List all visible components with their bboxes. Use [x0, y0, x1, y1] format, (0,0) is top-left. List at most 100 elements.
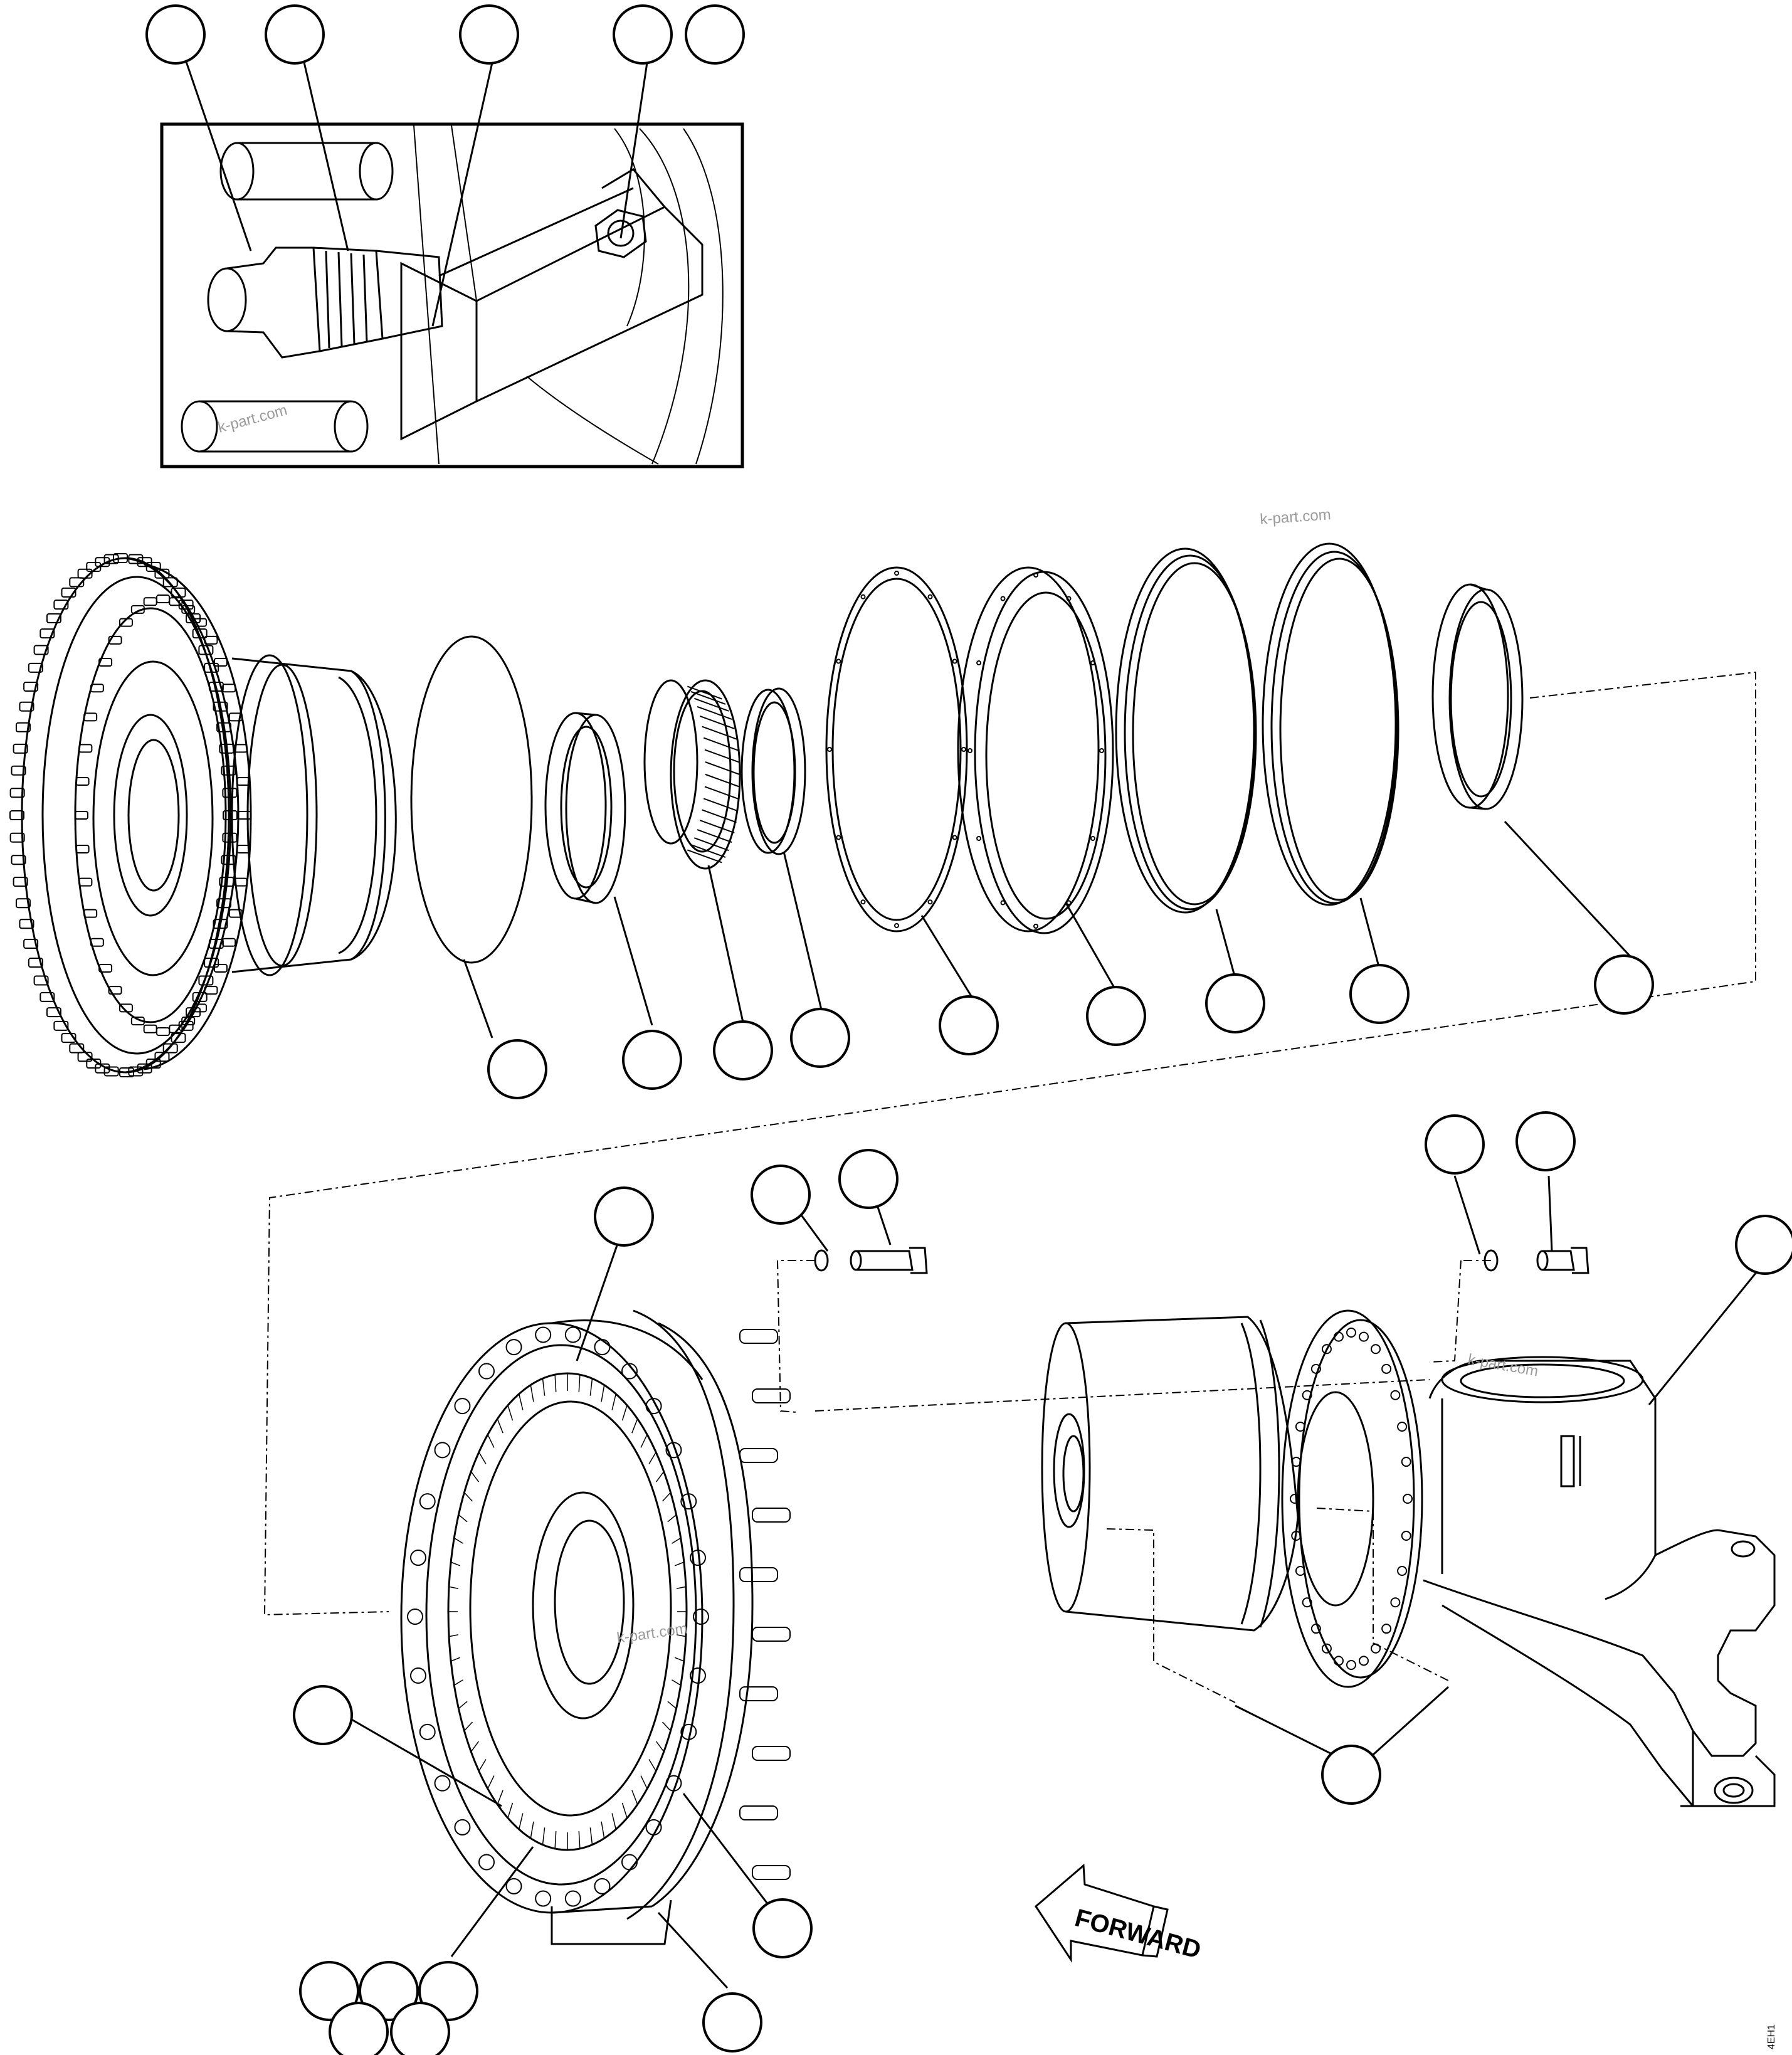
- gear-tooth: [108, 635, 122, 645]
- housing-tooth: [453, 1537, 463, 1544]
- flange-hole: [1333, 1331, 1344, 1342]
- housing-tooth: [463, 1721, 473, 1731]
- gear-tooth: [19, 919, 34, 929]
- callout-balloon: [613, 4, 673, 65]
- housing-tooth: [667, 1701, 677, 1709]
- bolt-washer-left: [814, 1247, 928, 1274]
- gear-tooth: [61, 587, 76, 598]
- gear-tooth: [75, 811, 88, 820]
- flange-hole: [1359, 1656, 1369, 1666]
- gear-tooth: [223, 810, 238, 820]
- gear-tooth: [213, 701, 228, 712]
- flange-hole: [1346, 1328, 1356, 1338]
- gear-tooth: [53, 1020, 69, 1031]
- housing-tooth: [507, 1405, 514, 1421]
- flange-hole: [1290, 1494, 1300, 1504]
- bearing-roller: [687, 685, 722, 700]
- inset-frame: [160, 122, 744, 468]
- gear-tooth: [40, 628, 55, 639]
- housing-stud: [739, 1329, 778, 1344]
- housing-bolt: [690, 1667, 707, 1684]
- gear-tooth: [222, 788, 238, 798]
- shim-hole: [827, 747, 832, 752]
- flange-hole: [1371, 1344, 1381, 1355]
- shim-hole: [952, 658, 957, 664]
- gear-tooth: [13, 743, 28, 754]
- gear-tooth: [113, 553, 128, 563]
- housing-tooth: [453, 1679, 463, 1686]
- tapered-roller-bearing: [643, 679, 741, 870]
- gear-tooth: [236, 844, 251, 853]
- gear-tooth: [119, 1067, 134, 1077]
- housing-tooth: [621, 1802, 628, 1819]
- housing-tooth: [640, 1434, 648, 1448]
- callout-balloon: [790, 1008, 850, 1068]
- callout-balloon: [594, 1186, 654, 1247]
- housing-tooth: [676, 1586, 687, 1589]
- gear-tooth: [156, 594, 170, 603]
- flange-hole: [1401, 1457, 1411, 1467]
- housing-tooth: [530, 1821, 534, 1839]
- gear-tooth: [103, 1066, 119, 1077]
- gear-teeth: [9, 553, 251, 1077]
- inset-bracket: [400, 168, 704, 441]
- gear-tooth: [216, 898, 232, 909]
- flange-hole: [1397, 1565, 1408, 1576]
- flange-hole: [1381, 1363, 1392, 1374]
- retainer-hole: [1033, 573, 1038, 578]
- housing-tooth: [518, 1393, 524, 1410]
- gear-tooth: [221, 765, 236, 776]
- housing-bolt: [690, 1550, 707, 1566]
- gear-tooth: [119, 1003, 133, 1013]
- housing-tooth: [589, 1827, 593, 1845]
- gear-tooth: [228, 712, 243, 722]
- housing-tooth: [648, 1759, 656, 1772]
- housing-tooth: [497, 1790, 503, 1805]
- housing-bolt: [665, 1775, 682, 1792]
- housing-bolt: [478, 1854, 495, 1871]
- callout-balloon: [1086, 986, 1146, 1046]
- inset-fitting: [207, 246, 443, 359]
- housing-tooth: [621, 1405, 628, 1421]
- gear-tooth: [162, 1043, 178, 1054]
- gear-tooth: [11, 765, 26, 776]
- callout-balloon: [1735, 1215, 1792, 1275]
- bearing-roller: [697, 705, 732, 720]
- watermark-inset: k-part.com: [216, 401, 289, 436]
- callout-balloon: [752, 1898, 813, 1958]
- housing-bolt: [505, 1878, 522, 1894]
- gear-tooth: [193, 1003, 208, 1013]
- bearing-roller: [703, 798, 739, 812]
- retainer-hole: [1000, 900, 1006, 906]
- shim-hole: [894, 571, 899, 576]
- callout-balloon: [1321, 1745, 1381, 1805]
- retainer-hole: [1000, 596, 1006, 601]
- housing-bolt: [680, 1493, 697, 1510]
- housing-tooth: [648, 1452, 656, 1464]
- housing-bolt: [621, 1854, 638, 1871]
- gear-tooth: [33, 645, 49, 655]
- retainer-ring: [957, 566, 1114, 934]
- watermark-top: k-part.com: [1260, 506, 1332, 528]
- housing-tooth: [611, 1813, 617, 1830]
- housing-tooth: [662, 1721, 672, 1731]
- callout-balloon: [685, 4, 745, 65]
- housing-tooth: [578, 1375, 581, 1392]
- shim-hole: [836, 658, 841, 664]
- bearing-roller: [699, 715, 735, 729]
- housing-tooth: [478, 1452, 487, 1464]
- housing-bolt: [680, 1723, 697, 1740]
- housing-bolt: [505, 1339, 522, 1356]
- housing-stud: [752, 1388, 791, 1403]
- housing-tooth: [470, 1741, 480, 1752]
- retainer-hole: [1090, 660, 1095, 665]
- housing-tooth: [676, 1634, 687, 1637]
- lip-seal: [1431, 583, 1524, 810]
- shim-hole: [860, 594, 866, 600]
- bearing-roller: [694, 697, 729, 712]
- retainer-hole: [1033, 924, 1038, 929]
- drawing-code: 4EH1: [1766, 2024, 1777, 2049]
- gear-tooth: [156, 1027, 170, 1036]
- flange-hole: [1381, 1624, 1392, 1634]
- housing-tooth: [554, 1375, 557, 1392]
